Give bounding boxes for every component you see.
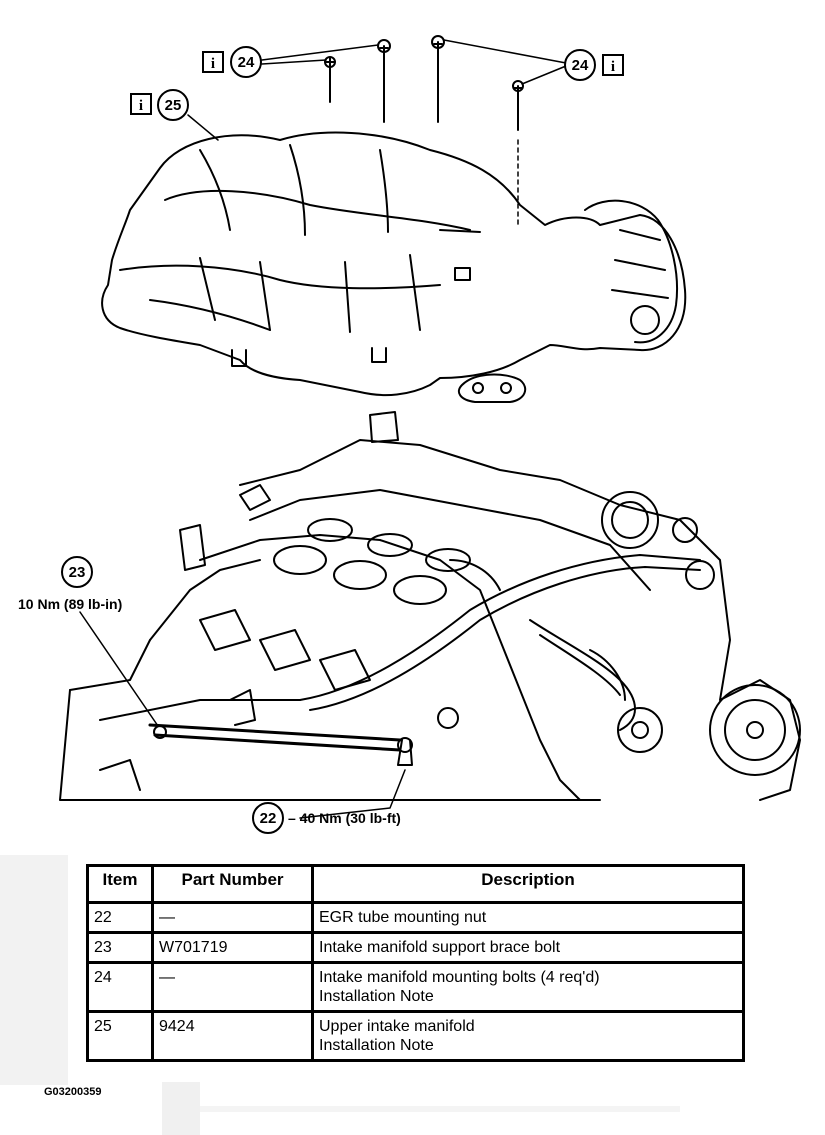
callout-23: 23	[61, 556, 93, 588]
svg-text:i: i	[139, 98, 143, 114]
header-part-number: Part Number	[151, 864, 314, 904]
table-row: 24 — Intake manifold mounting bolts (4 r…	[86, 961, 745, 1013]
cell-item: 25	[86, 1010, 154, 1062]
info-icon-25: i	[130, 93, 152, 115]
manifold-bolts	[324, 35, 524, 226]
callout-25: 25	[157, 89, 189, 121]
description-line: Intake manifold support brace bolt	[319, 939, 561, 956]
installation-note-link[interactable]: Installation Note	[319, 1037, 434, 1054]
upper-intake-manifold	[101, 131, 687, 403]
info-icon-24-left: i	[202, 51, 224, 73]
svg-text:23: 23	[69, 564, 86, 581]
cell-part-number: —	[151, 901, 314, 934]
header-item: Item	[86, 864, 154, 904]
description-line: Intake manifold mounting bolts (4 req'd)	[319, 969, 600, 986]
background-shade	[0, 855, 68, 1085]
description-line: Upper intake manifold	[319, 1018, 475, 1035]
svg-text:i: i	[211, 56, 215, 72]
cell-item: 23	[86, 931, 154, 964]
callout-24-left: 24	[230, 46, 262, 78]
torque-spec-23: 10 Nm (89 lb-in)	[18, 596, 122, 612]
svg-text:22: 22	[260, 810, 277, 827]
torque-spec-22: – 40 Nm (30 lb-ft)	[288, 810, 401, 826]
svg-text:24: 24	[572, 57, 589, 74]
info-icon-24-right: i	[602, 54, 624, 76]
description-line: EGR tube mounting nut	[319, 909, 487, 926]
table-row: 25 9424 Upper intake manifold Installati…	[86, 1010, 745, 1062]
cell-description: Intake manifold mounting bolts (4 req'd)…	[311, 961, 745, 1013]
table-row: 22 — EGR tube mounting nut	[86, 901, 745, 934]
background-shade-bottom	[162, 1082, 200, 1135]
cell-description: EGR tube mounting nut	[311, 901, 745, 934]
background-line	[200, 1106, 680, 1112]
cell-item: 22	[86, 901, 154, 934]
parts-table: Item Part Number Description 22 — EGR tu…	[86, 864, 745, 1062]
exploded-view-diagram: i 24 24 i i 25 23 10 Nm (89 lb-in) 22 – …	[18, 35, 801, 834]
cell-description: Intake manifold support brace bolt	[311, 931, 745, 964]
figure-id: G03200359	[44, 1086, 102, 1098]
cell-item: 24	[86, 961, 154, 1013]
header-description: Description	[311, 864, 745, 904]
installation-note-link[interactable]: Installation Note	[319, 988, 434, 1005]
cell-part-number: 9424	[151, 1010, 314, 1062]
cell-description: Upper intake manifold Installation Note	[311, 1010, 745, 1062]
svg-text:24: 24	[238, 54, 255, 71]
table-row: 23 W701719 Intake manifold support brace…	[86, 931, 745, 964]
engine-assembly	[59, 411, 801, 801]
callout-24-right: 24	[564, 49, 596, 81]
callout-22: 22	[252, 802, 284, 834]
cell-part-number: W701719	[151, 931, 314, 964]
cell-part-number: —	[151, 961, 314, 1013]
table-header-row: Item Part Number Description	[86, 864, 745, 904]
svg-text:25: 25	[165, 97, 182, 114]
svg-text:i: i	[611, 59, 615, 75]
